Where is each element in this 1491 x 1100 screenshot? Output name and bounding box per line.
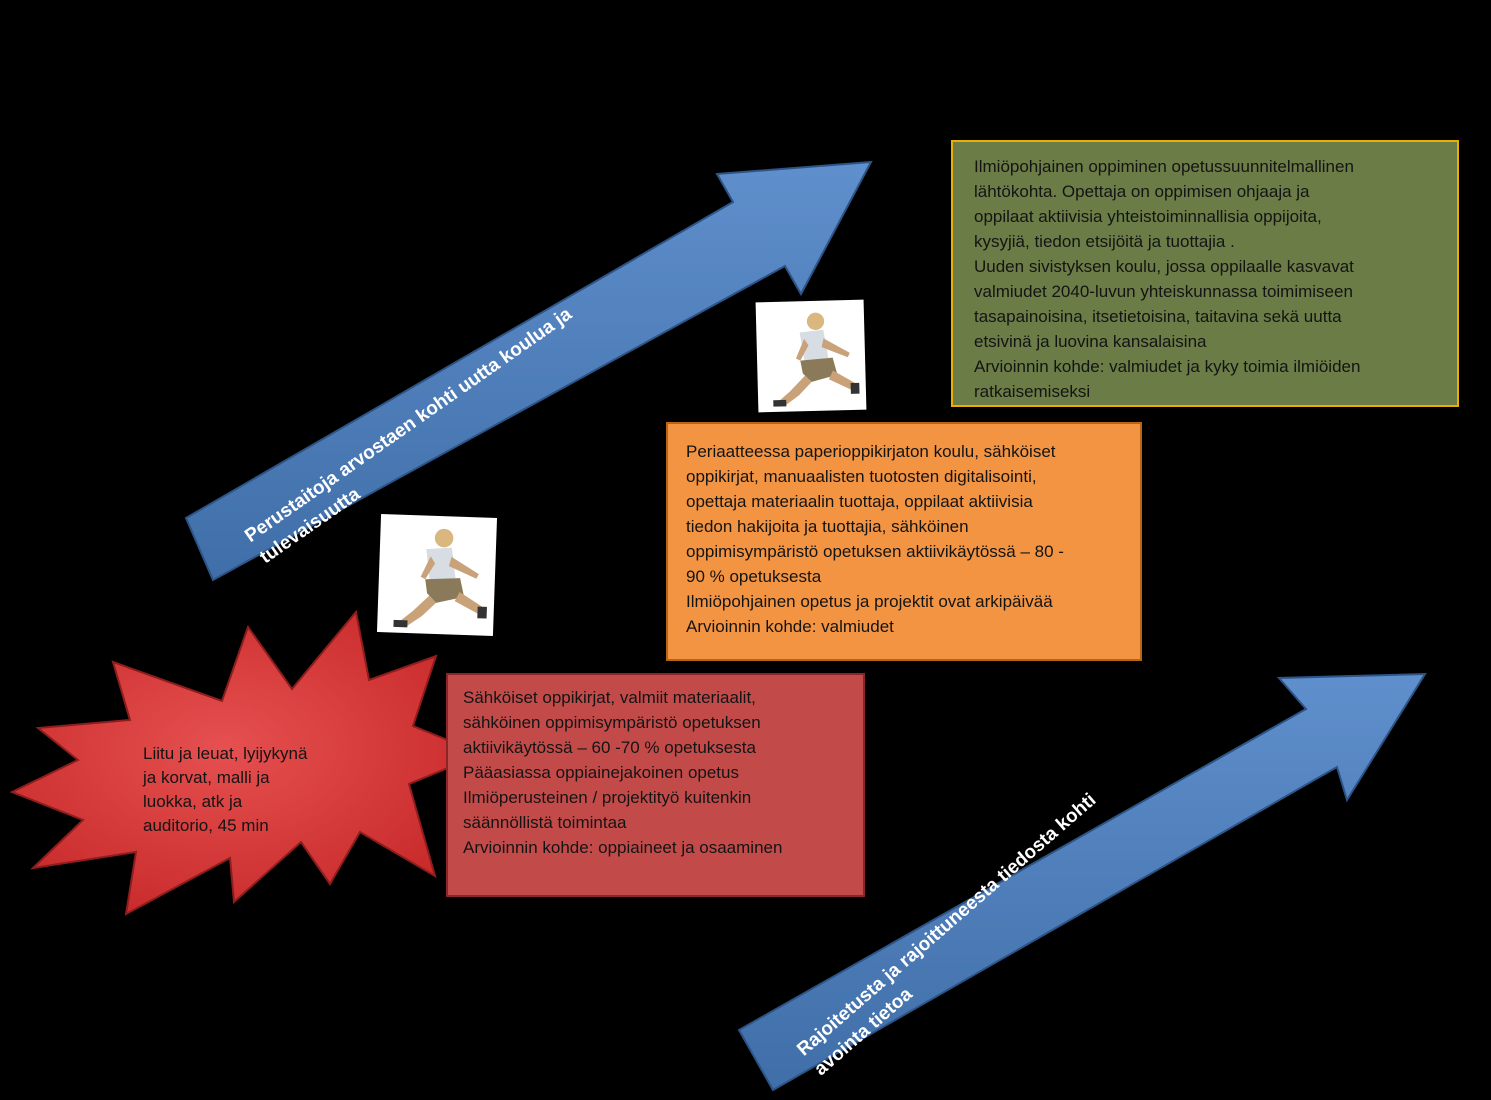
red-box-line: aktiivikäytössä – 60 -70 % opetuksesta [463, 738, 756, 757]
jumping-person-photo-lower [376, 514, 498, 636]
red-box-line: säännöllistä toimintaa [463, 813, 627, 832]
jumping-person-icon [393, 528, 487, 628]
red-box-line: Arvioinnin kohde: oppiaineet ja osaamine… [463, 838, 783, 857]
orange-text-box: Periaatteessa paperioppikirjaton koulu, … [666, 422, 1142, 661]
green-box-line: Uuden sivistyksen koulu, jossa oppilaall… [974, 257, 1354, 276]
green-box-line: Arvioinnin kohde: valmiudet ja kyky toim… [974, 357, 1361, 376]
green-box-line: ratkaisemiseksi [974, 382, 1091, 401]
lower-arrow-shape [737, 672, 1427, 1092]
orange-box-line: oppikirjat, manuaalisten tuotosten digit… [686, 467, 1037, 486]
jumping-person-icon [773, 312, 860, 407]
green-box-line: valmiudet 2040-luvun yhteiskunnassa toim… [974, 282, 1353, 301]
green-box-line: lähtökohta. Opettaja on oppimisen ohjaaj… [974, 182, 1310, 201]
red-box-line: Ilmiöperusteinen / projektityö kuitenkin [463, 788, 752, 807]
burst-line: auditorio, 45 min [143, 816, 269, 835]
burst-text: Liitu ja leuat, lyijykynä ja korvat, mal… [143, 742, 343, 838]
green-box-line: Ilmiöpohjainen oppiminen opetussuunnitel… [974, 157, 1354, 176]
orange-box-line: oppimisympäristö opetuksen aktiivikäytös… [686, 542, 1064, 561]
red-box-line: Pääasiassa oppiainejakoinen opetus [463, 763, 739, 782]
green-box-line: etsivinä ja luovina kansalaisina [974, 332, 1207, 351]
orange-box-line: opettaja materiaalin tuottaja, oppilaat … [686, 492, 1033, 511]
red-box-line: Sähköiset oppikirjat, valmiit materiaali… [463, 688, 756, 707]
orange-box-line: 90 % opetuksesta [686, 567, 822, 586]
burst-line: Liitu ja leuat, lyijykynä [143, 744, 308, 763]
red-box-line: sähköinen oppimisympäristö opetuksen [463, 713, 761, 732]
burst-shape [9, 609, 485, 916]
orange-box-line: tiedon hakijoita ja tuottajia, sähköinen [686, 517, 969, 536]
orange-box-line: Ilmiöpohjainen opetus ja projektit ovat … [686, 592, 1053, 611]
red-text-box: Sähköiset oppikirjat, valmiit materiaali… [446, 673, 865, 897]
orange-box-line: Periaatteessa paperioppikirjaton koulu, … [686, 442, 1056, 461]
jumping-person-photo-upper [755, 299, 867, 413]
green-box-line: oppilaat aktiivisia yhteistoiminnallisia… [974, 207, 1322, 226]
burst-line: luokka, atk ja [143, 792, 243, 811]
upper-arrow-shape [184, 160, 873, 582]
burst-line: ja korvat, malli ja [143, 768, 270, 787]
green-text-box: Ilmiöpohjainen oppiminen opetussuunnitel… [951, 140, 1459, 407]
green-box-line: tasapainoisina, itsetietoisina, taitavin… [974, 307, 1342, 326]
orange-box-line: Arvioinnin kohde: valmiudet [686, 617, 894, 636]
green-box-line: kysyjiä, tiedon etsijöitä ja tuottajia . [974, 232, 1235, 251]
